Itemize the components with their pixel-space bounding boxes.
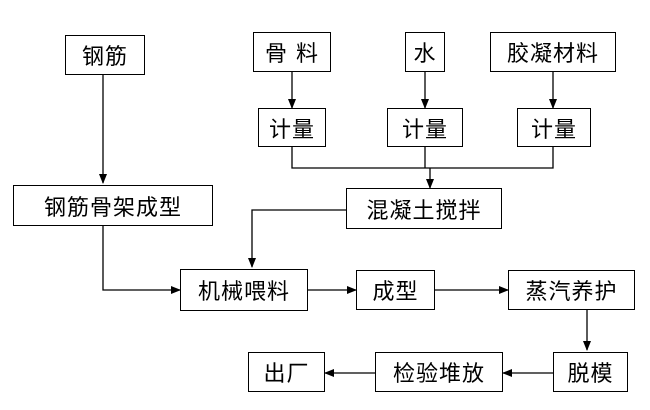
- arrow-mixing-to-feeding: [248, 209, 346, 268]
- node-forming: 成型: [356, 270, 435, 310]
- node-aggregate: 骨 料: [253, 32, 331, 72]
- node-metering-aggregate: 计量: [258, 108, 326, 147]
- node-rebar: 钢筋: [65, 35, 145, 75]
- node-metering-binder: 计量: [517, 108, 591, 147]
- node-demolding: 脱模: [553, 352, 628, 392]
- node-shipping: 出厂: [248, 352, 325, 392]
- node-feeding: 机械喂料: [180, 269, 308, 311]
- node-steam-curing: 蒸汽养护: [508, 270, 635, 310]
- node-binder: 胶凝材料: [490, 32, 616, 72]
- node-metering-water: 计量: [387, 108, 463, 147]
- node-mixing: 混凝土搅拌: [346, 188, 502, 229]
- node-inspection: 检验堆放: [375, 352, 503, 392]
- node-rebar-cage: 钢筋骨架成型: [13, 185, 213, 226]
- node-water: 水: [405, 32, 445, 72]
- arrow-cage-to-feeding: [102, 226, 181, 294]
- metering-merge-line: [291, 147, 554, 169]
